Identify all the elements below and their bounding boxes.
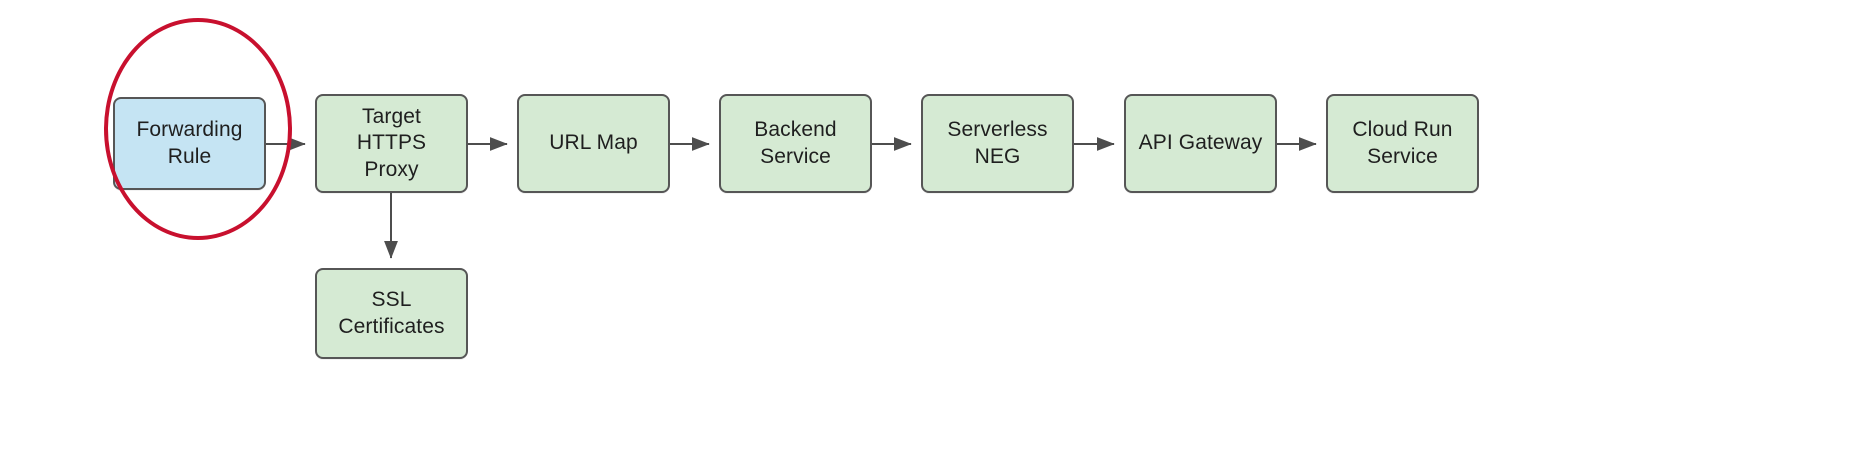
node-cloud-run-service[interactable]: Cloud Run Service bbox=[1326, 94, 1479, 193]
node-backend-service-label: Backend Service bbox=[754, 118, 837, 168]
node-target-https-proxy-label: Target HTTPS Proxy bbox=[356, 104, 427, 181]
node-forwarding-rule[interactable]: Forwarding Rule bbox=[113, 97, 266, 190]
node-forwarding-rule-label: Forwarding Rule bbox=[136, 118, 243, 168]
node-ssl-certificates-label: SSL Certificates bbox=[338, 288, 445, 338]
node-serverless-neg-label: Serverless NEG bbox=[947, 118, 1048, 168]
node-ssl-certificates[interactable]: SSL Certificates bbox=[315, 268, 468, 359]
node-serverless-neg[interactable]: Serverless NEG bbox=[921, 94, 1074, 193]
node-url-map[interactable]: URL Map bbox=[517, 94, 670, 193]
node-api-gateway[interactable]: API Gateway bbox=[1124, 94, 1277, 193]
node-api-gateway-label: API Gateway bbox=[1138, 131, 1263, 155]
node-backend-service[interactable]: Backend Service bbox=[719, 94, 872, 193]
node-url-map-label: URL Map bbox=[549, 131, 638, 155]
node-target-https-proxy[interactable]: Target HTTPS Proxy bbox=[315, 94, 468, 193]
node-cloud-run-service-label: Cloud Run Service bbox=[1352, 118, 1453, 168]
